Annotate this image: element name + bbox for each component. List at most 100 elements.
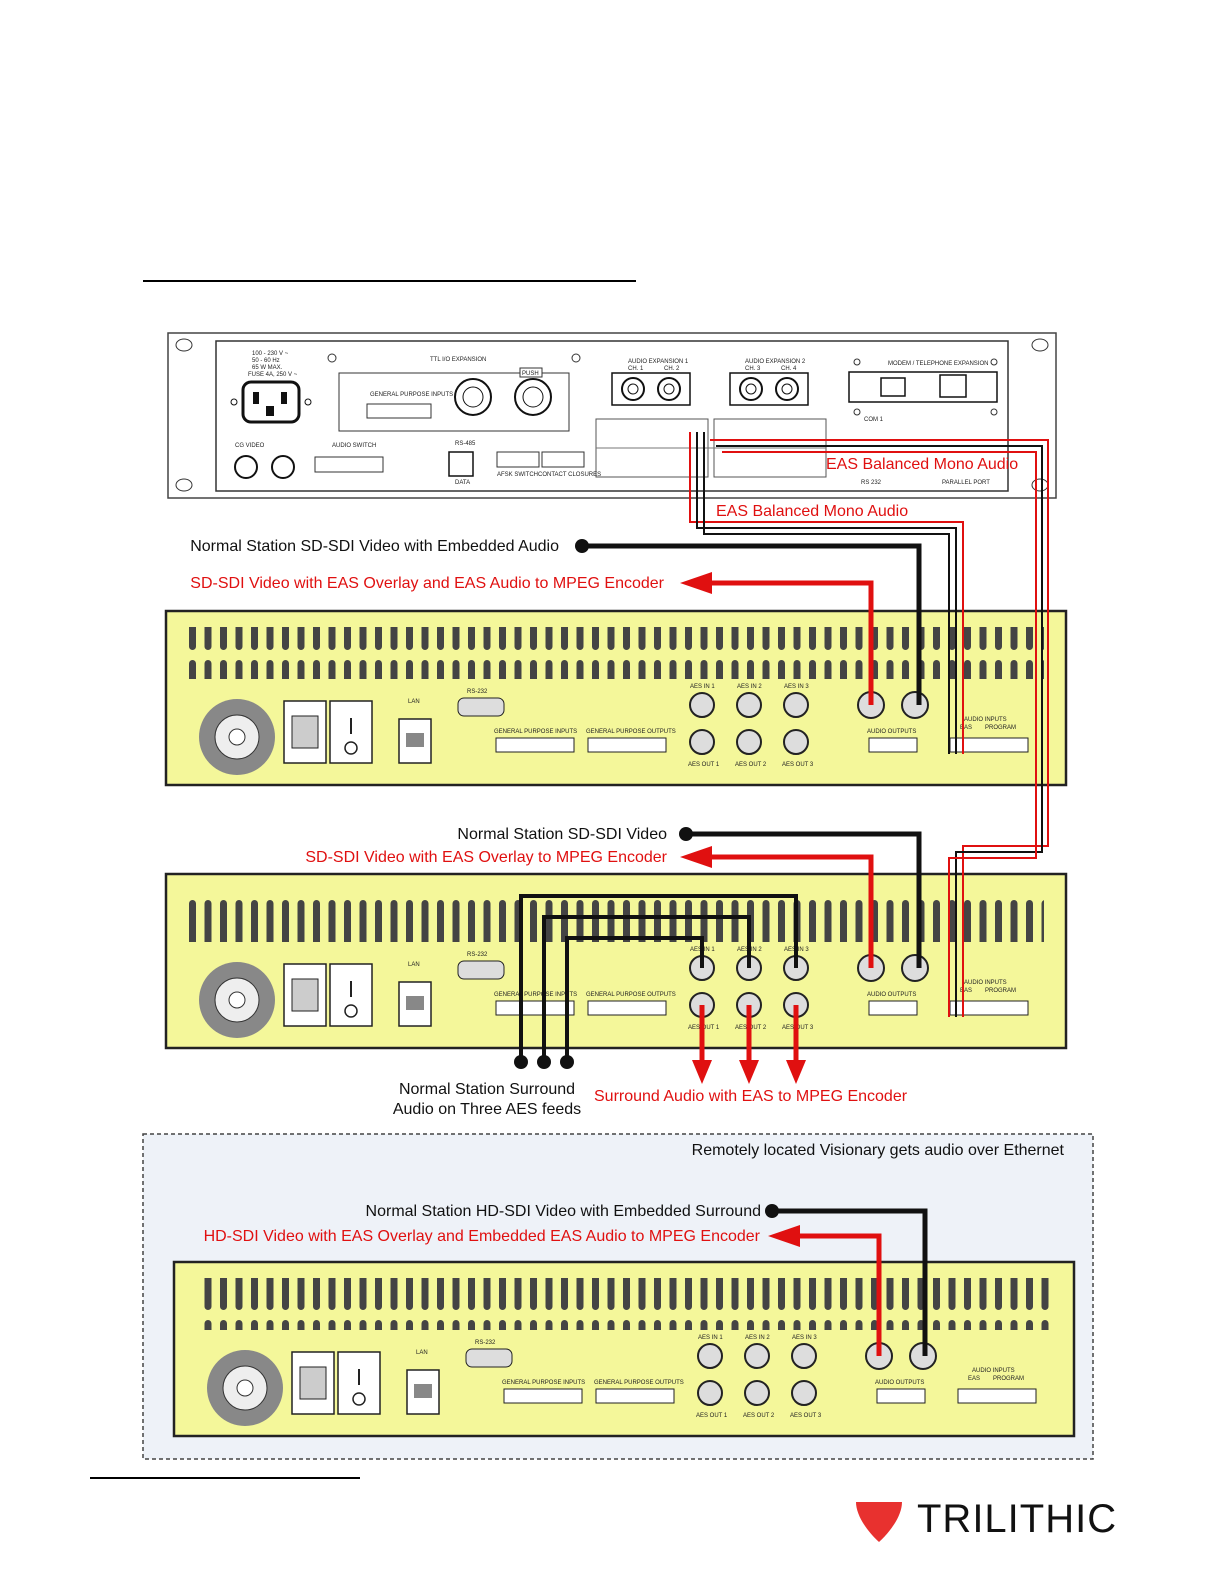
svg-text:GENERAL PURPOSE OUTPUTS: GENERAL PURPOSE OUTPUTS (586, 992, 676, 998)
svg-text:AES IN 3: AES IN 3 (784, 684, 809, 690)
svg-text:AES OUT 1: AES OUT 1 (688, 762, 720, 768)
svg-text:100 - 230 V ~: 100 - 230 V ~ (252, 351, 289, 357)
svg-text:AES OUT 3: AES OUT 3 (782, 762, 814, 768)
svg-text:CH. 4: CH. 4 (781, 366, 797, 372)
cg-video-io: CG VIDEO (234, 443, 295, 479)
svg-text:PROGRAM: PROGRAM (985, 988, 1016, 994)
aes-feed-dot (514, 1055, 528, 1069)
svg-text:PUSH: PUSH (522, 371, 539, 377)
label-surround-in-line2: Audio on Three AES feeds (393, 1101, 581, 1118)
svg-text:GENERAL PURPOSE INPUTS: GENERAL PURPOSE INPUTS (494, 729, 577, 735)
svg-text:CH. 1: CH. 1 (628, 366, 644, 372)
audio-expansion-1: AUDIO EXPANSION 1 CH. 1 CH. 2 (611, 359, 691, 406)
eas-audio-cables (689, 432, 1049, 1017)
svg-text:EAS: EAS (960, 725, 972, 731)
svg-text:GENERAL PURPOSE INPUTS: GENERAL PURPOSE INPUTS (494, 992, 577, 998)
visionary-panel-2: LAN RS-232 GENERAL PURPOSE INPUTS GENERA… (164, 872, 1068, 1050)
svg-text:AES OUT 2: AES OUT 2 (743, 1413, 775, 1419)
svg-text:AES IN 1: AES IN 1 (698, 1335, 723, 1341)
svg-text:LAN: LAN (408, 962, 420, 968)
aes-feed-dot (560, 1055, 574, 1069)
svg-text:GENERAL PURPOSE OUTPUTS: GENERAL PURPOSE OUTPUTS (594, 1380, 684, 1386)
svg-text:LAN: LAN (408, 699, 420, 705)
svg-text:AUDIO OUTPUTS: AUDIO OUTPUTS (867, 992, 916, 998)
svg-text:PROGRAM: PROGRAM (993, 1376, 1024, 1382)
svg-text:AES IN 3: AES IN 3 (792, 1335, 817, 1341)
ttl-io-expansion: TTL I/O EXPANSION GENERAL PURPOSE INPUTS… (327, 353, 581, 432)
trilithic-logo: TRILITHIC (856, 1497, 1117, 1542)
panel3-video-out-cable (768, 1225, 882, 1356)
panel2-video-out-cable (680, 846, 874, 968)
svg-text:GENERAL PURPOSE INPUTS: GENERAL PURPOSE INPUTS (502, 1380, 585, 1386)
visionary-panel-3: LAN RS-232 GENERAL PURPOSE INPUTS GENERA… (172, 1260, 1076, 1438)
svg-text:AUDIO EXPANSION 1: AUDIO EXPANSION 1 (628, 359, 689, 365)
eas-unit-rear-panel: 100 - 230 V ~ 50 - 60 Hz 65 W MAX. FUSE … (167, 332, 1057, 499)
svg-text:RS-232: RS-232 (467, 952, 488, 958)
svg-text:RS 232: RS 232 (861, 480, 882, 486)
svg-text:50 - 60 Hz: 50 - 60 Hz (252, 358, 280, 364)
label-panel2-output: SD-SDI Video with EAS Overlay to MPEG En… (305, 849, 667, 866)
modem-expansion: MODEM / TELEPHONE EXPANSION COM 1 (848, 358, 998, 423)
svg-text:PARALLEL PORT: PARALLEL PORT (942, 480, 990, 486)
label-surround-out: Surround Audio with EAS to MPEG Encoder (594, 1088, 908, 1105)
svg-text:EAS: EAS (960, 988, 972, 994)
logo-wordmark: TRILITHIC (917, 1497, 1117, 1541)
fan-icon (199, 962, 275, 1038)
svg-text:AES OUT 3: AES OUT 3 (790, 1413, 822, 1419)
svg-text:RS-485: RS-485 (455, 441, 476, 447)
audio-switch: AUDIO SWITCH (314, 443, 384, 473)
svg-text:AES IN 2: AES IN 2 (737, 684, 762, 690)
aes-feed-dot (537, 1055, 551, 1069)
svg-text:AUDIO OUTPUTS: AUDIO OUTPUTS (875, 1380, 924, 1386)
power-inlet: 100 - 230 V ~ 50 - 60 Hz 65 W MAX. FUSE … (230, 351, 312, 424)
label-panel2-input: Normal Station SD-SDI Video (457, 826, 667, 843)
svg-text:CG VIDEO: CG VIDEO (235, 443, 265, 449)
label-panel3-output: HD-SDI Video with EAS Overlay and Embedd… (204, 1228, 761, 1245)
svg-text:COM 1: COM 1 (864, 417, 884, 423)
svg-text:FUSE 4A, 250 V ~: FUSE 4A, 250 V ~ (248, 372, 298, 378)
visionary-panel-1: LAN RS-232 GENERAL PURPOSE INPUTS GENERA… (164, 609, 1068, 787)
svg-text:AES IN 1: AES IN 1 (690, 684, 715, 690)
audio-expansion-2: AUDIO EXPANSION 2 CH. 3 CH. 4 (729, 359, 809, 406)
fan-icon (199, 699, 275, 775)
label-panel1-output: SD-SDI Video with EAS Overlay and EAS Au… (190, 575, 664, 592)
svg-text:AES OUT 2: AES OUT 2 (735, 762, 767, 768)
svg-text:CH. 2: CH. 2 (664, 366, 680, 372)
svg-text:AUDIO EXPANSION 2: AUDIO EXPANSION 2 (745, 359, 806, 365)
svg-text:EAS: EAS (968, 1376, 980, 1382)
svg-text:AES IN 2: AES IN 2 (745, 1335, 770, 1341)
label-eas-mono-audio-1: EAS Balanced Mono Audio (826, 456, 1018, 473)
panel1-video-out-cable (680, 572, 874, 705)
svg-text:PROGRAM: PROGRAM (985, 725, 1016, 731)
label-surround-in-line1: Normal Station Surround (399, 1081, 575, 1098)
svg-text:DATA: DATA (455, 480, 470, 486)
svg-text:CONTACT CLOSURES: CONTACT CLOSURES (538, 472, 601, 478)
surround-aes-in-cables (519, 894, 798, 1062)
panel1-video-in-cable (575, 539, 922, 705)
svg-text:RS-232: RS-232 (467, 689, 488, 695)
afsk-contacts: AFSK SWITCH CONTACT CLOSURES (496, 451, 601, 478)
label-panel3-input: Normal Station HD-SDI Video with Embedde… (366, 1203, 761, 1220)
label-panel1-input: Normal Station SD-SDI Video with Embedde… (190, 538, 559, 555)
panel3-video-in-cable (765, 1204, 928, 1356)
svg-text:MODEM / TELEPHONE EXPANSION: MODEM / TELEPHONE EXPANSION (888, 361, 988, 367)
label-eas-mono-audio-2: EAS Balanced Mono Audio (716, 503, 908, 520)
svg-text:AFSK SWITCH: AFSK SWITCH (497, 472, 538, 478)
svg-text:LAN: LAN (416, 1350, 428, 1356)
svg-text:AUDIO INPUTS: AUDIO INPUTS (972, 1368, 1015, 1374)
svg-text:65 W MAX.: 65 W MAX. (252, 365, 283, 371)
svg-text:TTL I/O EXPANSION: TTL I/O EXPANSION (430, 357, 486, 363)
svg-text:GENERAL PURPOSE OUTPUTS: GENERAL PURPOSE OUTPUTS (586, 729, 676, 735)
fan-icon (207, 1350, 283, 1426)
svg-text:AUDIO OUTPUTS: AUDIO OUTPUTS (867, 729, 916, 735)
remote-note: Remotely located Visionary gets audio ov… (692, 1142, 1065, 1159)
svg-text:AUDIO SWITCH: AUDIO SWITCH (332, 443, 376, 449)
surround-aes-out-arrows (692, 1005, 806, 1084)
trilithic-shield-icon (856, 1502, 902, 1542)
panel2-video-in-cable (679, 827, 922, 968)
svg-text:AUDIO INPUTS: AUDIO INPUTS (964, 717, 1007, 723)
svg-text:AUDIO INPUTS: AUDIO INPUTS (964, 980, 1007, 986)
svg-text:GENERAL PURPOSE INPUTS: GENERAL PURPOSE INPUTS (370, 392, 453, 398)
svg-text:RS-232: RS-232 (475, 1340, 496, 1346)
